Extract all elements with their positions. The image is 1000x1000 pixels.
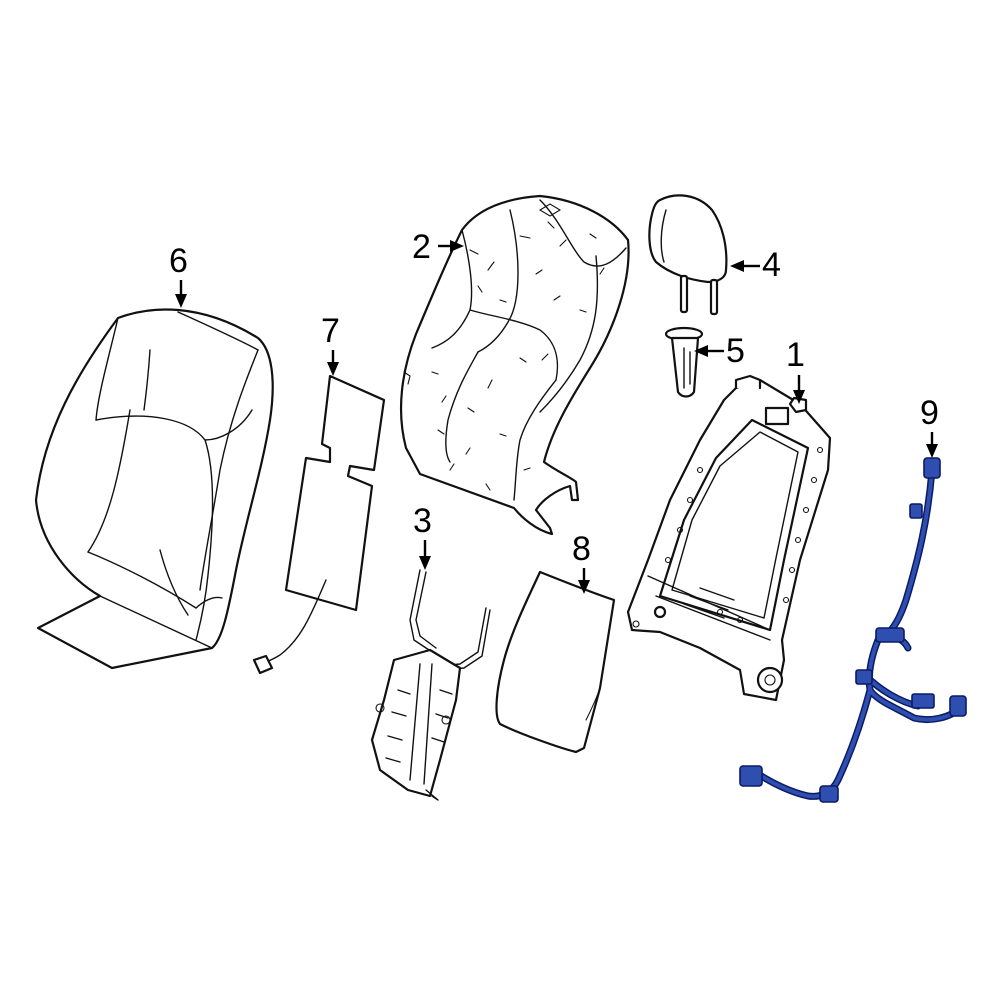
part-6-seat-back-cover[interactable] <box>34 308 274 670</box>
callout-9[interactable]: 9 <box>920 394 939 458</box>
callout-7[interactable]: 7 <box>321 312 340 376</box>
part-5-headrest-guide[interactable] <box>664 326 704 398</box>
harness-connectors <box>739 457 967 803</box>
part-1-seat-back-frame[interactable] <box>626 374 832 702</box>
callout-5[interactable]: 5 <box>694 332 745 370</box>
callout-2-label: 2 <box>412 228 431 266</box>
callout-6[interactable]: 6 <box>169 242 188 308</box>
part-9-wiring-harness[interactable] <box>739 457 967 803</box>
callout-2[interactable]: 2 <box>412 228 464 266</box>
part-7-heater-pad[interactable] <box>252 374 386 675</box>
part-8-back-board[interactable] <box>495 570 616 754</box>
callout-4-label: 4 <box>762 246 781 284</box>
callout-1[interactable]: 1 <box>786 336 805 404</box>
callout-4[interactable]: 4 <box>730 246 781 284</box>
callouts: 1 2 3 4 5 6 7 <box>169 228 939 594</box>
callout-6-label: 6 <box>169 242 188 280</box>
part-2-seat-back-pad[interactable] <box>399 194 630 536</box>
callout-7-label: 7 <box>321 312 340 350</box>
callout-5-label: 5 <box>726 332 745 370</box>
callout-9-label: 9 <box>920 394 939 432</box>
callout-1-label: 1 <box>786 336 805 374</box>
part-3-lumbar-support[interactable] <box>370 569 491 801</box>
callout-8[interactable]: 8 <box>572 530 591 594</box>
callout-3-label: 3 <box>413 502 432 540</box>
callout-8-label: 8 <box>572 530 591 568</box>
part-4-headrest[interactable] <box>648 194 728 316</box>
callout-3[interactable]: 3 <box>413 502 432 570</box>
